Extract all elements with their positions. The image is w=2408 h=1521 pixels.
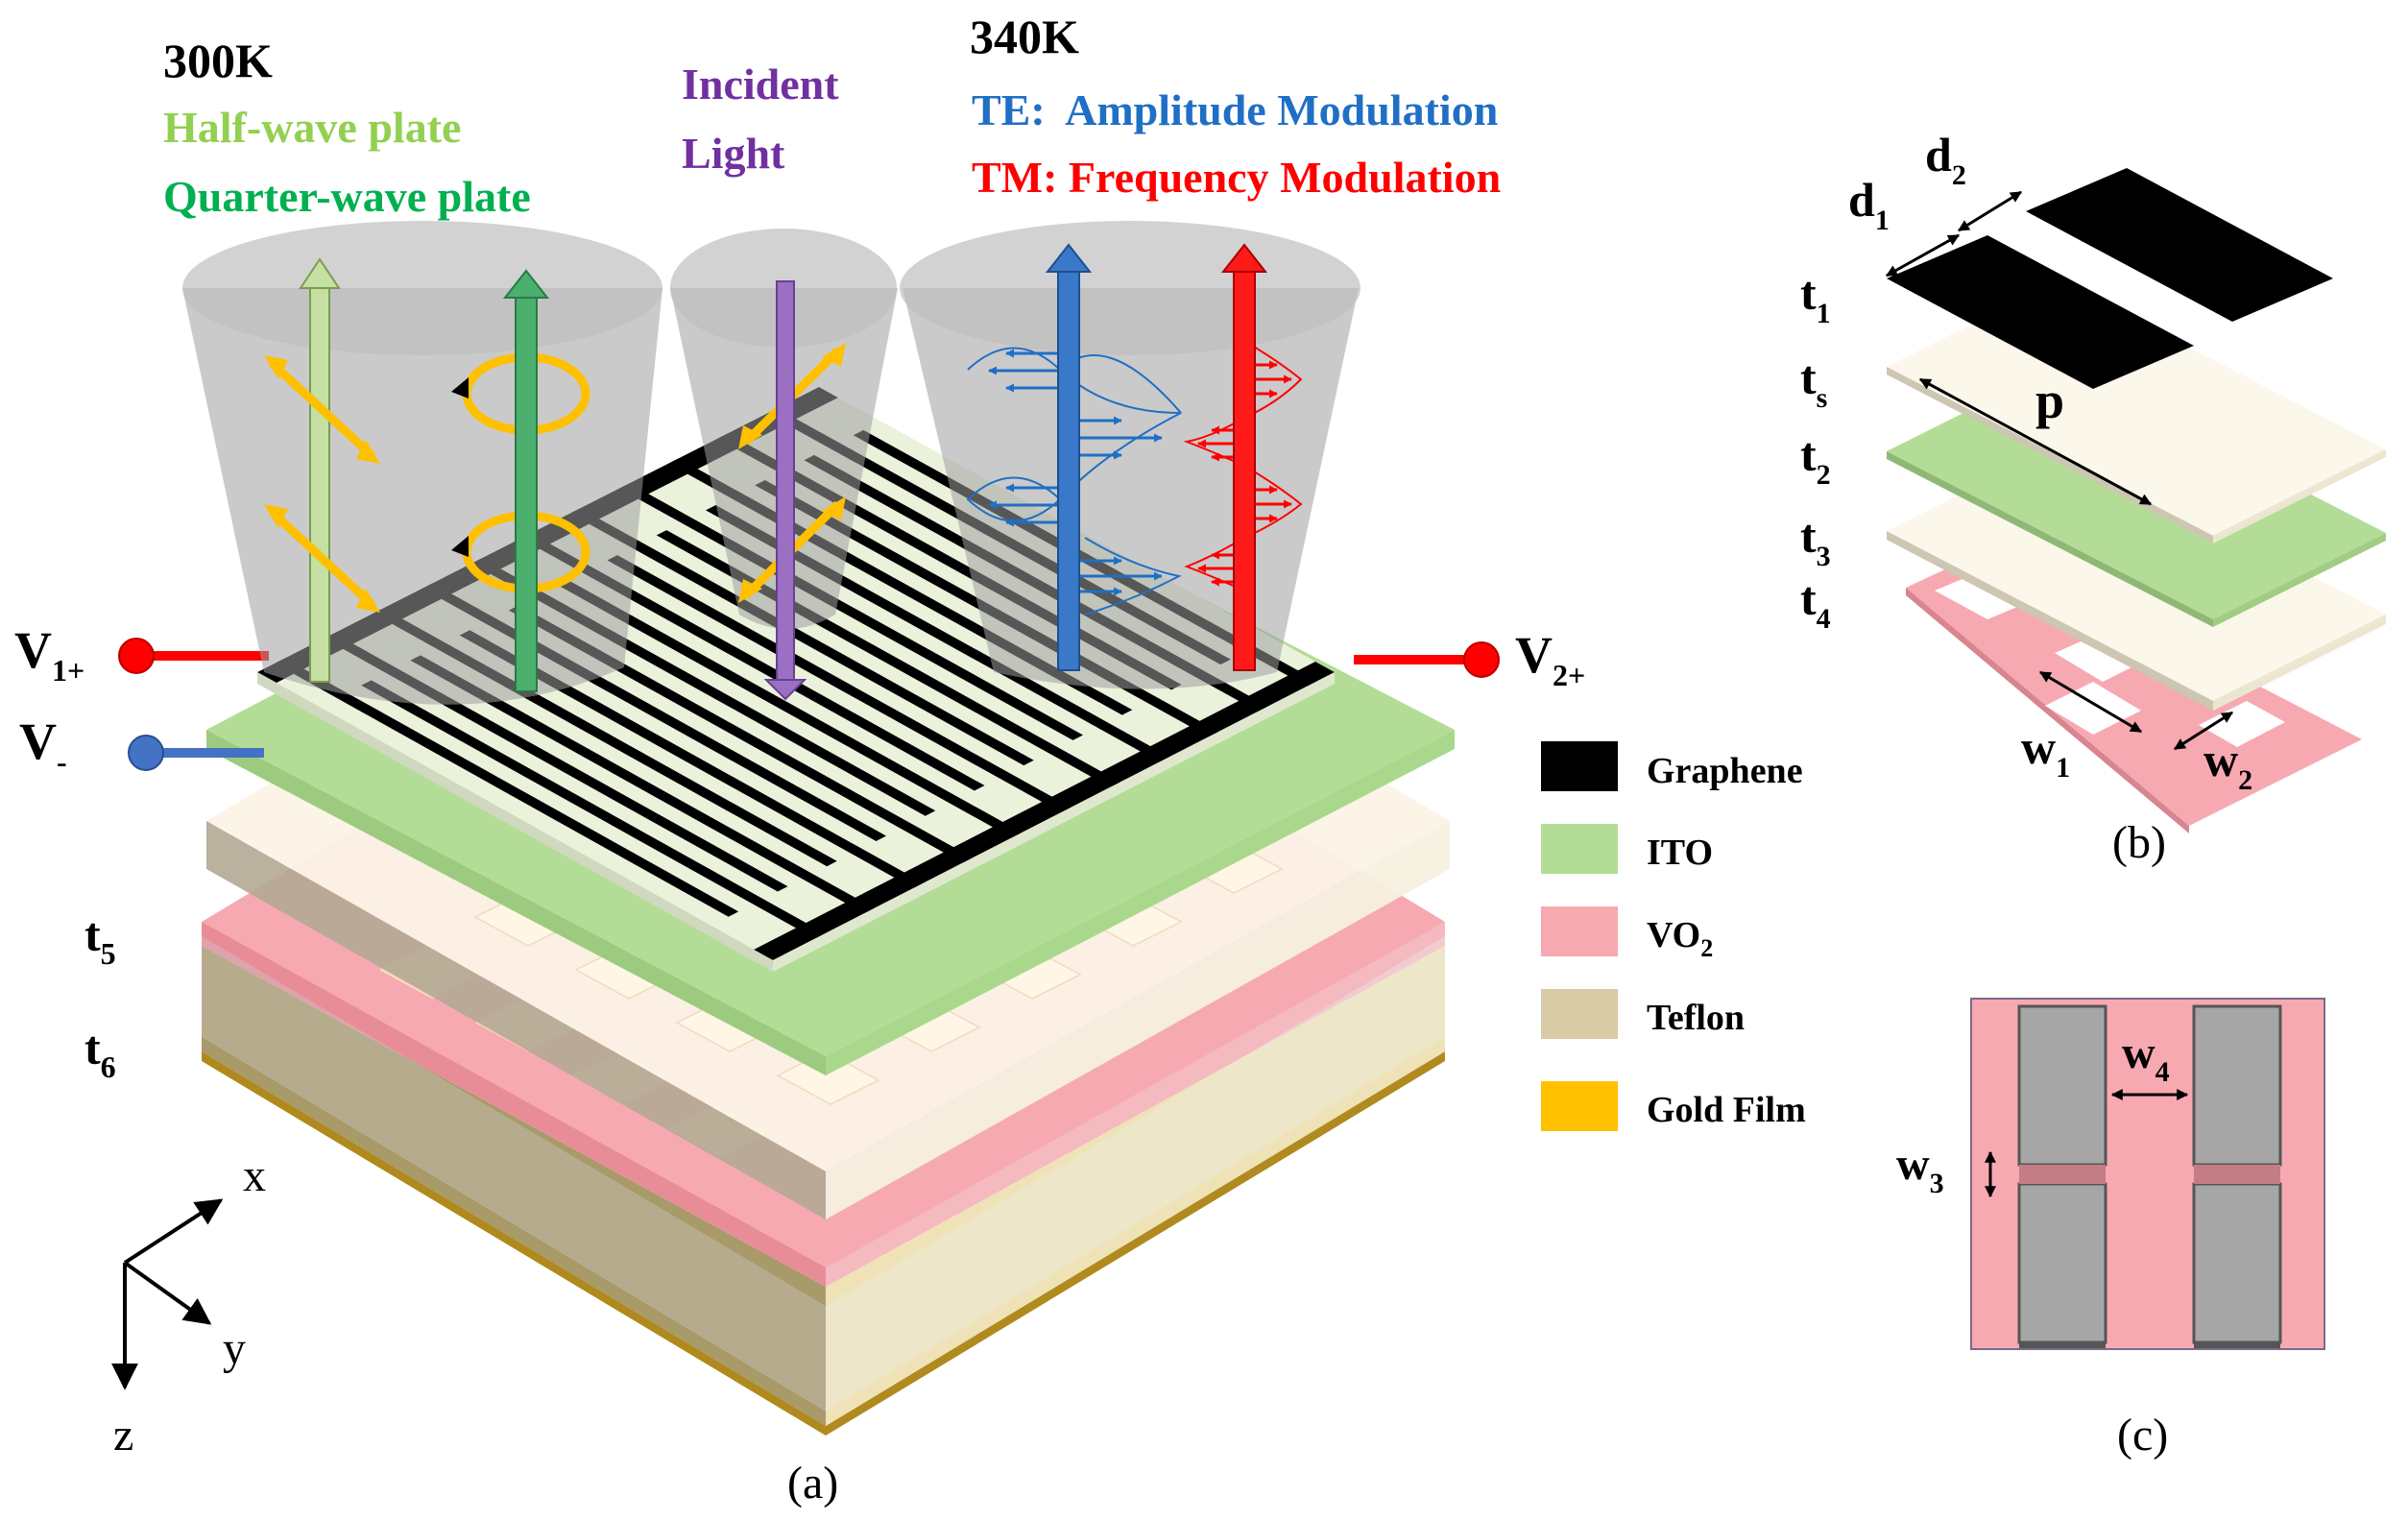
coordinate-axes [111,1198,224,1390]
t3-label: t3 [1800,509,1831,572]
v1-label: V1+ [14,621,84,688]
panel-c-top-view [1970,998,2325,1350]
half-wave-arrow [299,257,341,683]
panel-b-exploded-unit [1887,168,2386,833]
light-cone-340k [900,221,1361,689]
tm-label: TM: Frequency Modulation [972,153,1501,202]
quarter-wave-arrow [502,269,550,692]
legend-ito: ITO [1541,824,1713,874]
light-cone-300k [182,221,662,705]
legend-vo2: VO2 [1541,906,1713,962]
panel-b-dimensions [1885,190,2234,751]
w1-label: w1 [2021,720,2070,784]
legend-teflon: Teflon [1541,989,1745,1039]
teflon-substrate [202,946,1445,1426]
legend-gold: Gold Film [1541,1081,1806,1131]
te-arrow [1045,243,1093,671]
t5-label: t5 [84,907,116,971]
graphene-finger [459,630,924,888]
incident-label-line2: Light [682,129,785,178]
incident-label-line1: Incident [682,60,839,109]
electrode-v1 [118,638,269,674]
electrode-v2 [1354,641,1500,678]
caption-a: (a) [787,1458,838,1509]
te-label: TE: Amplitude Modulation [972,85,1498,134]
w4-label: w4 [2122,1027,2170,1088]
svg-text:Teflon: Teflon [1647,998,1745,1038]
t2-label: t2 [1800,427,1831,491]
svg-text:ITO: ITO [1647,833,1713,873]
graphene-finger [410,655,875,914]
spacer-block [202,936,1445,1412]
graphene-finger [569,508,1034,766]
graphene-finger [607,555,1072,813]
axis-x-label: x [243,1150,266,1201]
t1-label: t1 [1800,266,1831,329]
vminus-label: V- [19,712,67,779]
graphene-finger [508,605,974,863]
light-cone-incident [670,229,898,701]
w2-label: w2 [2203,733,2252,796]
unit-graphene-strips [1887,168,2333,389]
d2-label: d2 [1925,128,1966,191]
svg-text:VO2: VO2 [1647,915,1713,962]
heading-340k: 340K [970,10,1079,63]
legend: Graphene ITO VO2 Teflon Gold Film [1541,741,1806,1131]
axis-y-label: y [223,1323,246,1374]
graphene-finger [361,680,826,939]
heading-300k: 300K [163,34,273,87]
svg-text:Graphene: Graphene [1647,751,1803,791]
t6-label: t6 [84,1021,116,1084]
graphene-finger [275,658,739,917]
panel-c-dimensions [1985,1089,2189,1198]
ts-label: ts [1800,350,1827,414]
graphene-finger [520,533,985,791]
caption-b: (b) [2112,817,2166,868]
legend-graphene: Graphene [1541,741,1803,791]
p-label: p [2035,372,2064,429]
caption-c: (c) [2117,1410,2168,1461]
d1-label: d1 [1848,173,1890,236]
gold-film-layer [202,1051,1445,1436]
v2-label: V2+ [1515,626,1585,692]
axis-z-label: z [113,1410,133,1461]
quarter-wave-label: Quarter-wave plate [163,172,531,221]
tm-arrow [1220,243,1268,671]
w3-label: w3 [1896,1139,1944,1199]
svg-text:Gold Film: Gold Film [1647,1090,1806,1130]
t4-label: t4 [1800,571,1831,635]
graphene-finger [558,580,1023,838]
half-wave-label: Half-wave plate [163,103,461,152]
electrode-ground [128,735,264,771]
incident-light-arrow [763,280,807,701]
